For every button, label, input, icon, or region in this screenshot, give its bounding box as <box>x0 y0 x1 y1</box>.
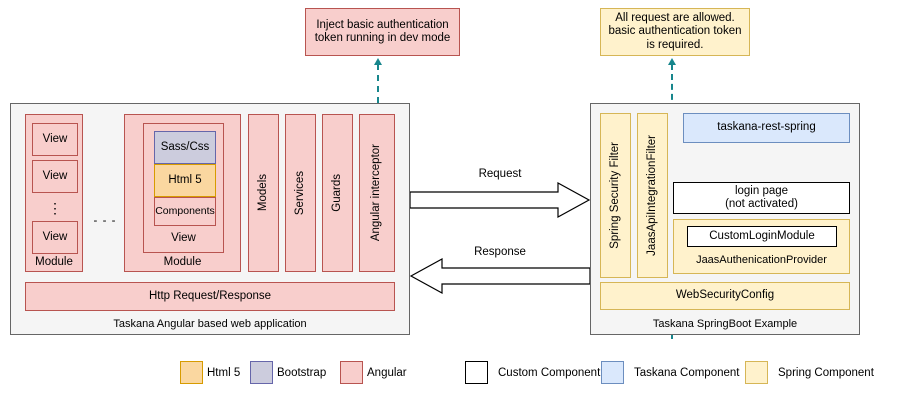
legend-label-html5: Html 5 <box>207 366 241 379</box>
module-b-item-html5[interactable]: Html 5 <box>154 164 216 197</box>
legend-label-taskana-component: Taskana Component <box>634 366 740 379</box>
callout-left: Inject basic authentication token runnin… <box>305 8 460 56</box>
legend-label-custom-component: Custom Component <box>498 366 601 379</box>
legend-swatch-custom-component <box>465 361 488 384</box>
response-arrow-shape <box>409 257 591 295</box>
callout-left-text: Inject basic authentication token runnin… <box>314 18 451 44</box>
legend-swatch-taskana-component <box>601 361 624 384</box>
http-request-response-bar[interactable]: Http Request/Response <box>25 282 395 311</box>
request-arrow <box>409 181 591 219</box>
filter-jaas-api-integration-label: JaasApiIntegrationFilter <box>645 135 658 256</box>
legend-item-angular: Angular <box>340 361 407 384</box>
web-security-config-box[interactable]: WebSecurityConfig <box>600 282 850 310</box>
taskana-rest-spring-box[interactable]: taskana-rest-spring <box>683 113 850 143</box>
callout-left-connector <box>377 64 379 114</box>
module-b-item-components[interactable]: Components <box>154 197 216 226</box>
module-b-label: Module <box>163 255 202 268</box>
response-arrow <box>409 257 591 295</box>
login-page-title: login page <box>734 184 789 197</box>
legend-item-spring-component: Spring Component <box>745 361 874 384</box>
module-separator: - - - <box>93 215 117 228</box>
column-services-label: Services <box>293 170 306 216</box>
callout-right-arrowhead <box>668 58 676 65</box>
module-a-view-3[interactable]: View <box>32 221 78 254</box>
callout-left-arrowhead <box>374 58 382 65</box>
response-arrow-label: Response <box>474 246 526 259</box>
request-arrow-label: Request <box>478 168 522 181</box>
left-panel-caption: Taskana Angular based web application <box>113 317 307 330</box>
legend-label-bootstrap: Bootstrap <box>277 366 327 379</box>
column-guards[interactable]: Guards <box>322 114 353 272</box>
legend-swatch-spring-component <box>745 361 768 384</box>
module-a-view-1[interactable]: View <box>32 123 78 156</box>
filter-spring-security-label: Spring Security Filter <box>608 142 621 249</box>
legend-label-angular: Angular <box>367 366 407 379</box>
module-b[interactable]: Sass/Css Html 5 Components View Module <box>124 114 241 272</box>
column-angular-interceptor-label: Angular interceptor <box>370 144 383 242</box>
jaas-authentication-provider-label: JaasAuthenicationProvider <box>696 253 827 266</box>
legend-swatch-angular <box>340 361 363 384</box>
legend-label-spring-component: Spring Component <box>778 366 874 379</box>
column-services[interactable]: Services <box>285 114 316 272</box>
login-page-status: (not activated) <box>725 198 798 210</box>
module-b-view[interactable]: Sass/Css Html 5 Components View <box>143 123 224 253</box>
column-guards-label: Guards <box>330 174 343 212</box>
module-a[interactable]: View View ⋮ View Module <box>25 114 83 272</box>
callout-right-text: All request are allowed. basic authentic… <box>608 12 742 51</box>
module-a-label: Module <box>35 255 73 268</box>
column-models[interactable]: Models <box>248 114 279 272</box>
legend-item-custom-component: Custom Component <box>465 361 600 384</box>
legend-item-html5: Html 5 <box>180 361 240 384</box>
column-models-label: Models <box>256 174 269 212</box>
legend-swatch-bootstrap <box>250 361 273 384</box>
filter-jaas-api-integration[interactable]: JaasApiIntegrationFilter <box>637 113 668 278</box>
module-a-ellipsis: ⋮ <box>48 199 62 216</box>
filter-spring-security[interactable]: Spring Security Filter <box>600 113 631 278</box>
legend-item-taskana-component: Taskana Component <box>601 361 739 384</box>
login-page-box[interactable]: login page (not activated) <box>673 182 850 214</box>
right-panel-caption: Taskana SpringBoot Example <box>652 317 798 330</box>
legend-swatch-html5 <box>180 361 203 384</box>
custom-login-module-box[interactable]: CustomLoginModule <box>687 226 837 247</box>
request-arrow-shape <box>409 181 591 219</box>
callout-right: All request are allowed. basic authentic… <box>600 8 750 56</box>
column-angular-interceptor[interactable]: Angular interceptor <box>359 114 395 272</box>
module-b-item-sass-css[interactable]: Sass/Css <box>154 131 216 164</box>
module-b-view-label: View <box>171 232 196 245</box>
legend-item-bootstrap: Bootstrap <box>250 361 326 384</box>
module-a-view-2[interactable]: View <box>32 160 78 193</box>
jaas-authentication-provider-box[interactable]: CustomLoginModule JaasAuthenicationProvi… <box>673 219 850 274</box>
legend: Html 5 Bootstrap Angular Custom Componen… <box>180 361 880 387</box>
